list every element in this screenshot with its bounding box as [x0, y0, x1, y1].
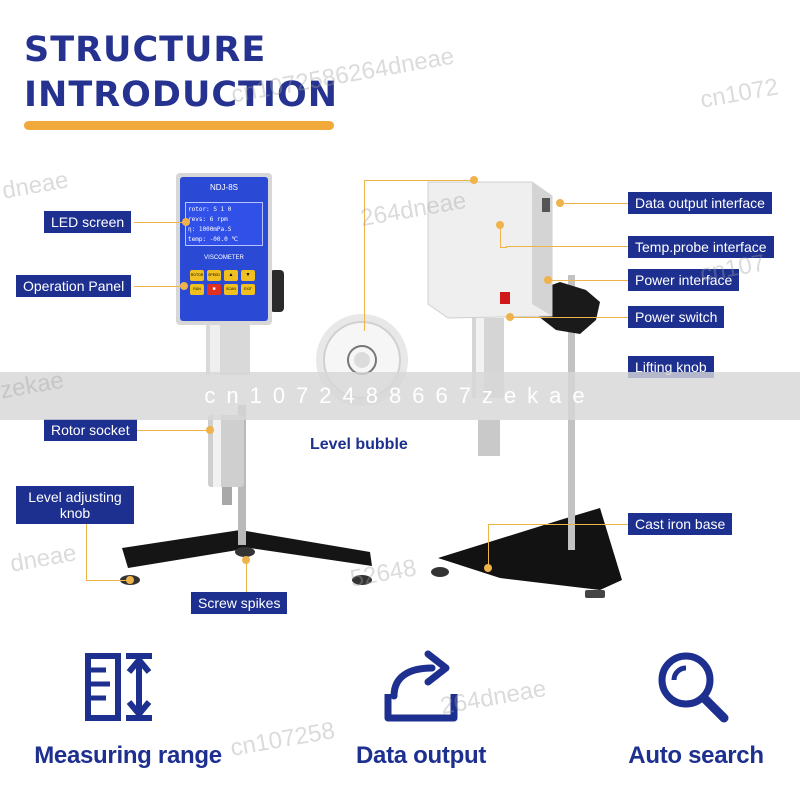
- lcd-screen: rotor: S 1 0 revs: 6 rpm η: 1000mPa.S te…: [185, 202, 263, 246]
- leader-line: [134, 222, 186, 223]
- leader-dot: [496, 221, 504, 229]
- leader-dot: [206, 426, 214, 434]
- screen-line: revs: 6 rpm: [188, 216, 228, 223]
- feature-label-auto-search: Auto search: [628, 742, 764, 769]
- panel-button[interactable]: ▼: [241, 270, 255, 281]
- measuring-range-icon: [85, 653, 152, 721]
- leader-dot: [180, 282, 188, 290]
- feature-label-measuring-range: Measuring range: [34, 742, 222, 769]
- leader-line: [560, 203, 628, 204]
- button-pad: ROTOR SPEED ▲ ▼ RUN ■ SCAN EXIT: [190, 270, 260, 295]
- callout-temp-probe-interface: Temp.probe interface: [628, 236, 774, 259]
- callout-rotor-socket: Rotor socket: [44, 419, 137, 442]
- watermark-band: cn1072488667zekae: [0, 372, 800, 420]
- callout-operation-panel: Operation Panel: [16, 275, 132, 298]
- callout-level-adjusting-knob: Level adjusting knob: [16, 486, 134, 525]
- screen-line: temp: -00.0 ℃: [188, 236, 239, 243]
- leader-dot: [242, 556, 250, 564]
- panel-button[interactable]: EXIT: [241, 284, 255, 295]
- leader-dot: [182, 218, 190, 226]
- leader-line: [134, 286, 184, 287]
- panel-button[interactable]: ROTOR: [190, 270, 204, 281]
- title-underline: [24, 121, 334, 130]
- leader-line: [500, 225, 507, 248]
- panel-button[interactable]: SPEED: [207, 270, 221, 281]
- callout-led-screen: LED screen: [44, 211, 132, 234]
- title-line-1: STRUCTURE: [24, 30, 267, 70]
- device-model: NDJ-8S: [209, 183, 238, 192]
- screen-line: rotor: S 1 0: [188, 206, 232, 213]
- auto-search-icon: [658, 652, 729, 723]
- leader-dot: [544, 276, 552, 284]
- callout-cast-iron-base: Cast iron base: [628, 513, 733, 536]
- data-output-icon: [384, 650, 458, 722]
- leader-dot: [556, 199, 564, 207]
- leader-dot: [470, 176, 478, 184]
- leader-line: [488, 524, 628, 525]
- leader-line: [548, 280, 628, 281]
- leader-line: [364, 180, 475, 331]
- device-brand: VISCOMETER: [204, 255, 244, 261]
- panel-button[interactable]: SCAN: [224, 284, 238, 295]
- watermark-band-text: cn1072488667zekae: [204, 383, 596, 408]
- callout-data-output-interface: Data output interface: [628, 192, 772, 215]
- panel-button[interactable]: RUN: [190, 284, 204, 295]
- leader-dot: [484, 564, 492, 572]
- callout-level-bubble: Level bubble: [310, 436, 408, 453]
- callout-power-switch: Power switch: [628, 306, 725, 329]
- leader-dot: [506, 313, 514, 321]
- panel-button[interactable]: ▲: [224, 270, 238, 281]
- leader-line: [506, 246, 628, 247]
- leader-line: [510, 317, 628, 318]
- screen-line: η: 1000mPa.S: [188, 226, 232, 233]
- title-line-2: INTRODUCTION: [24, 75, 338, 115]
- callout-screw-spikes: Screw spikes: [191, 592, 288, 615]
- leader-line: [134, 430, 210, 431]
- panel-button[interactable]: ■: [207, 284, 221, 295]
- feature-label-data-output: Data output: [355, 742, 487, 769]
- leader-line: [86, 524, 131, 581]
- leader-line: [246, 560, 247, 596]
- leader-line: [488, 524, 489, 568]
- leader-dot: [126, 576, 134, 584]
- callout-power-interface: Power interface: [628, 269, 740, 292]
